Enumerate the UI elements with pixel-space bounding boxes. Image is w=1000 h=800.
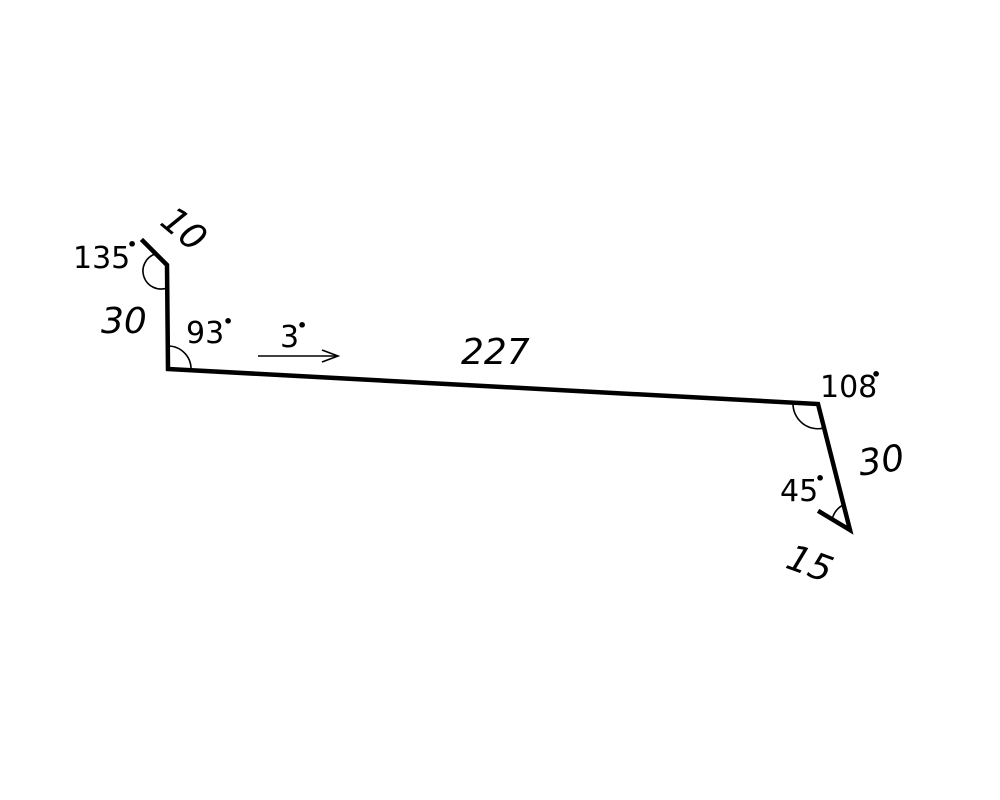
angle-arc-top-bend	[142, 253, 168, 290]
label-left-wall: 30	[101, 301, 147, 342]
angle-arc-left-corner	[167, 345, 192, 371]
label-main-span: 227	[461, 332, 530, 373]
slope-arrow	[258, 349, 341, 363]
degree-mark-slope: •	[297, 316, 307, 335]
angle-arc-right-corner	[792, 402, 825, 430]
label-angle-top-bend: 135	[73, 241, 130, 276]
label-angle-left-corner: 93	[186, 316, 224, 351]
label-right-wall: 30	[856, 438, 907, 485]
profile-outline	[139, 237, 854, 535]
degree-mark-left-corner: •	[223, 312, 233, 331]
label-bottom-flange: 15	[781, 537, 838, 591]
label-angle-slope: 3	[280, 320, 299, 355]
angle-arc-bottom-bend	[831, 504, 844, 521]
degree-mark-right-corner: •	[871, 365, 881, 384]
label-angle-bottom-bend: 45	[780, 474, 818, 509]
degree-mark-bottom-bend: •	[815, 469, 825, 488]
label-angle-right-corner: 108	[820, 370, 877, 405]
label-top-flange: 10	[153, 199, 214, 260]
degree-mark-top-bend: •	[127, 235, 137, 254]
